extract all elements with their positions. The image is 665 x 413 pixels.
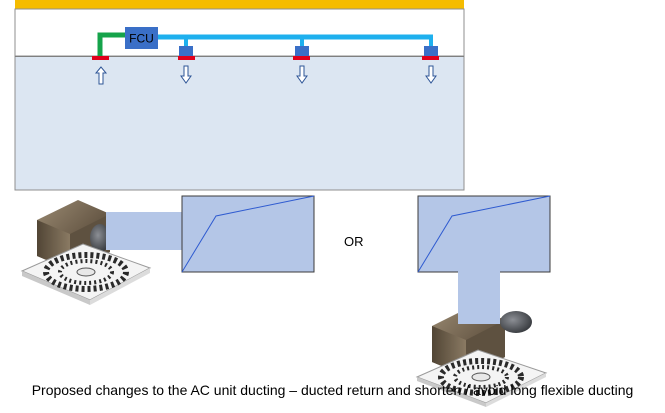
up-arrow-icon	[94, 66, 108, 85]
diffuser-marker-1	[178, 56, 195, 60]
fcu-box	[125, 27, 158, 49]
down-arrow-icon	[296, 65, 308, 84]
diffuser-marker-3	[422, 56, 439, 60]
flex-duct-panel-1	[181, 195, 315, 273]
return-duct	[97, 32, 126, 57]
option-2-diffuser	[415, 195, 551, 407]
supply-duct	[157, 34, 433, 47]
diffuser-marker-2	[293, 56, 310, 60]
fcu-label: FCU	[129, 32, 154, 46]
flex-duct-line-1	[181, 195, 315, 273]
ceiling-diffuser-icon	[415, 306, 548, 407]
plenum-2	[295, 46, 309, 57]
option-1-diffuser	[20, 195, 315, 305]
down-arrow-icon	[425, 65, 437, 84]
room-space	[14, 55, 465, 191]
connecting-duct-2	[458, 270, 500, 324]
return-grille-marker	[92, 56, 109, 60]
plenum-3	[424, 46, 438, 57]
ceiling-void	[14, 8, 465, 57]
down-arrow-icon	[180, 65, 192, 84]
diagram-caption: Proposed changes to the AC unit ducting …	[31, 382, 634, 398]
fcu-unit: FCU	[125, 27, 158, 49]
ceiling-diffuser-icon	[20, 200, 152, 305]
or-label: OR	[344, 234, 364, 249]
connecting-duct-1	[106, 212, 184, 250]
room-section	[14, 0, 465, 191]
ceiling-strip	[15, 0, 464, 9]
flex-duct-line-2	[417, 195, 551, 273]
plenum-1	[179, 46, 193, 57]
flex-duct-panel-2	[417, 195, 551, 273]
